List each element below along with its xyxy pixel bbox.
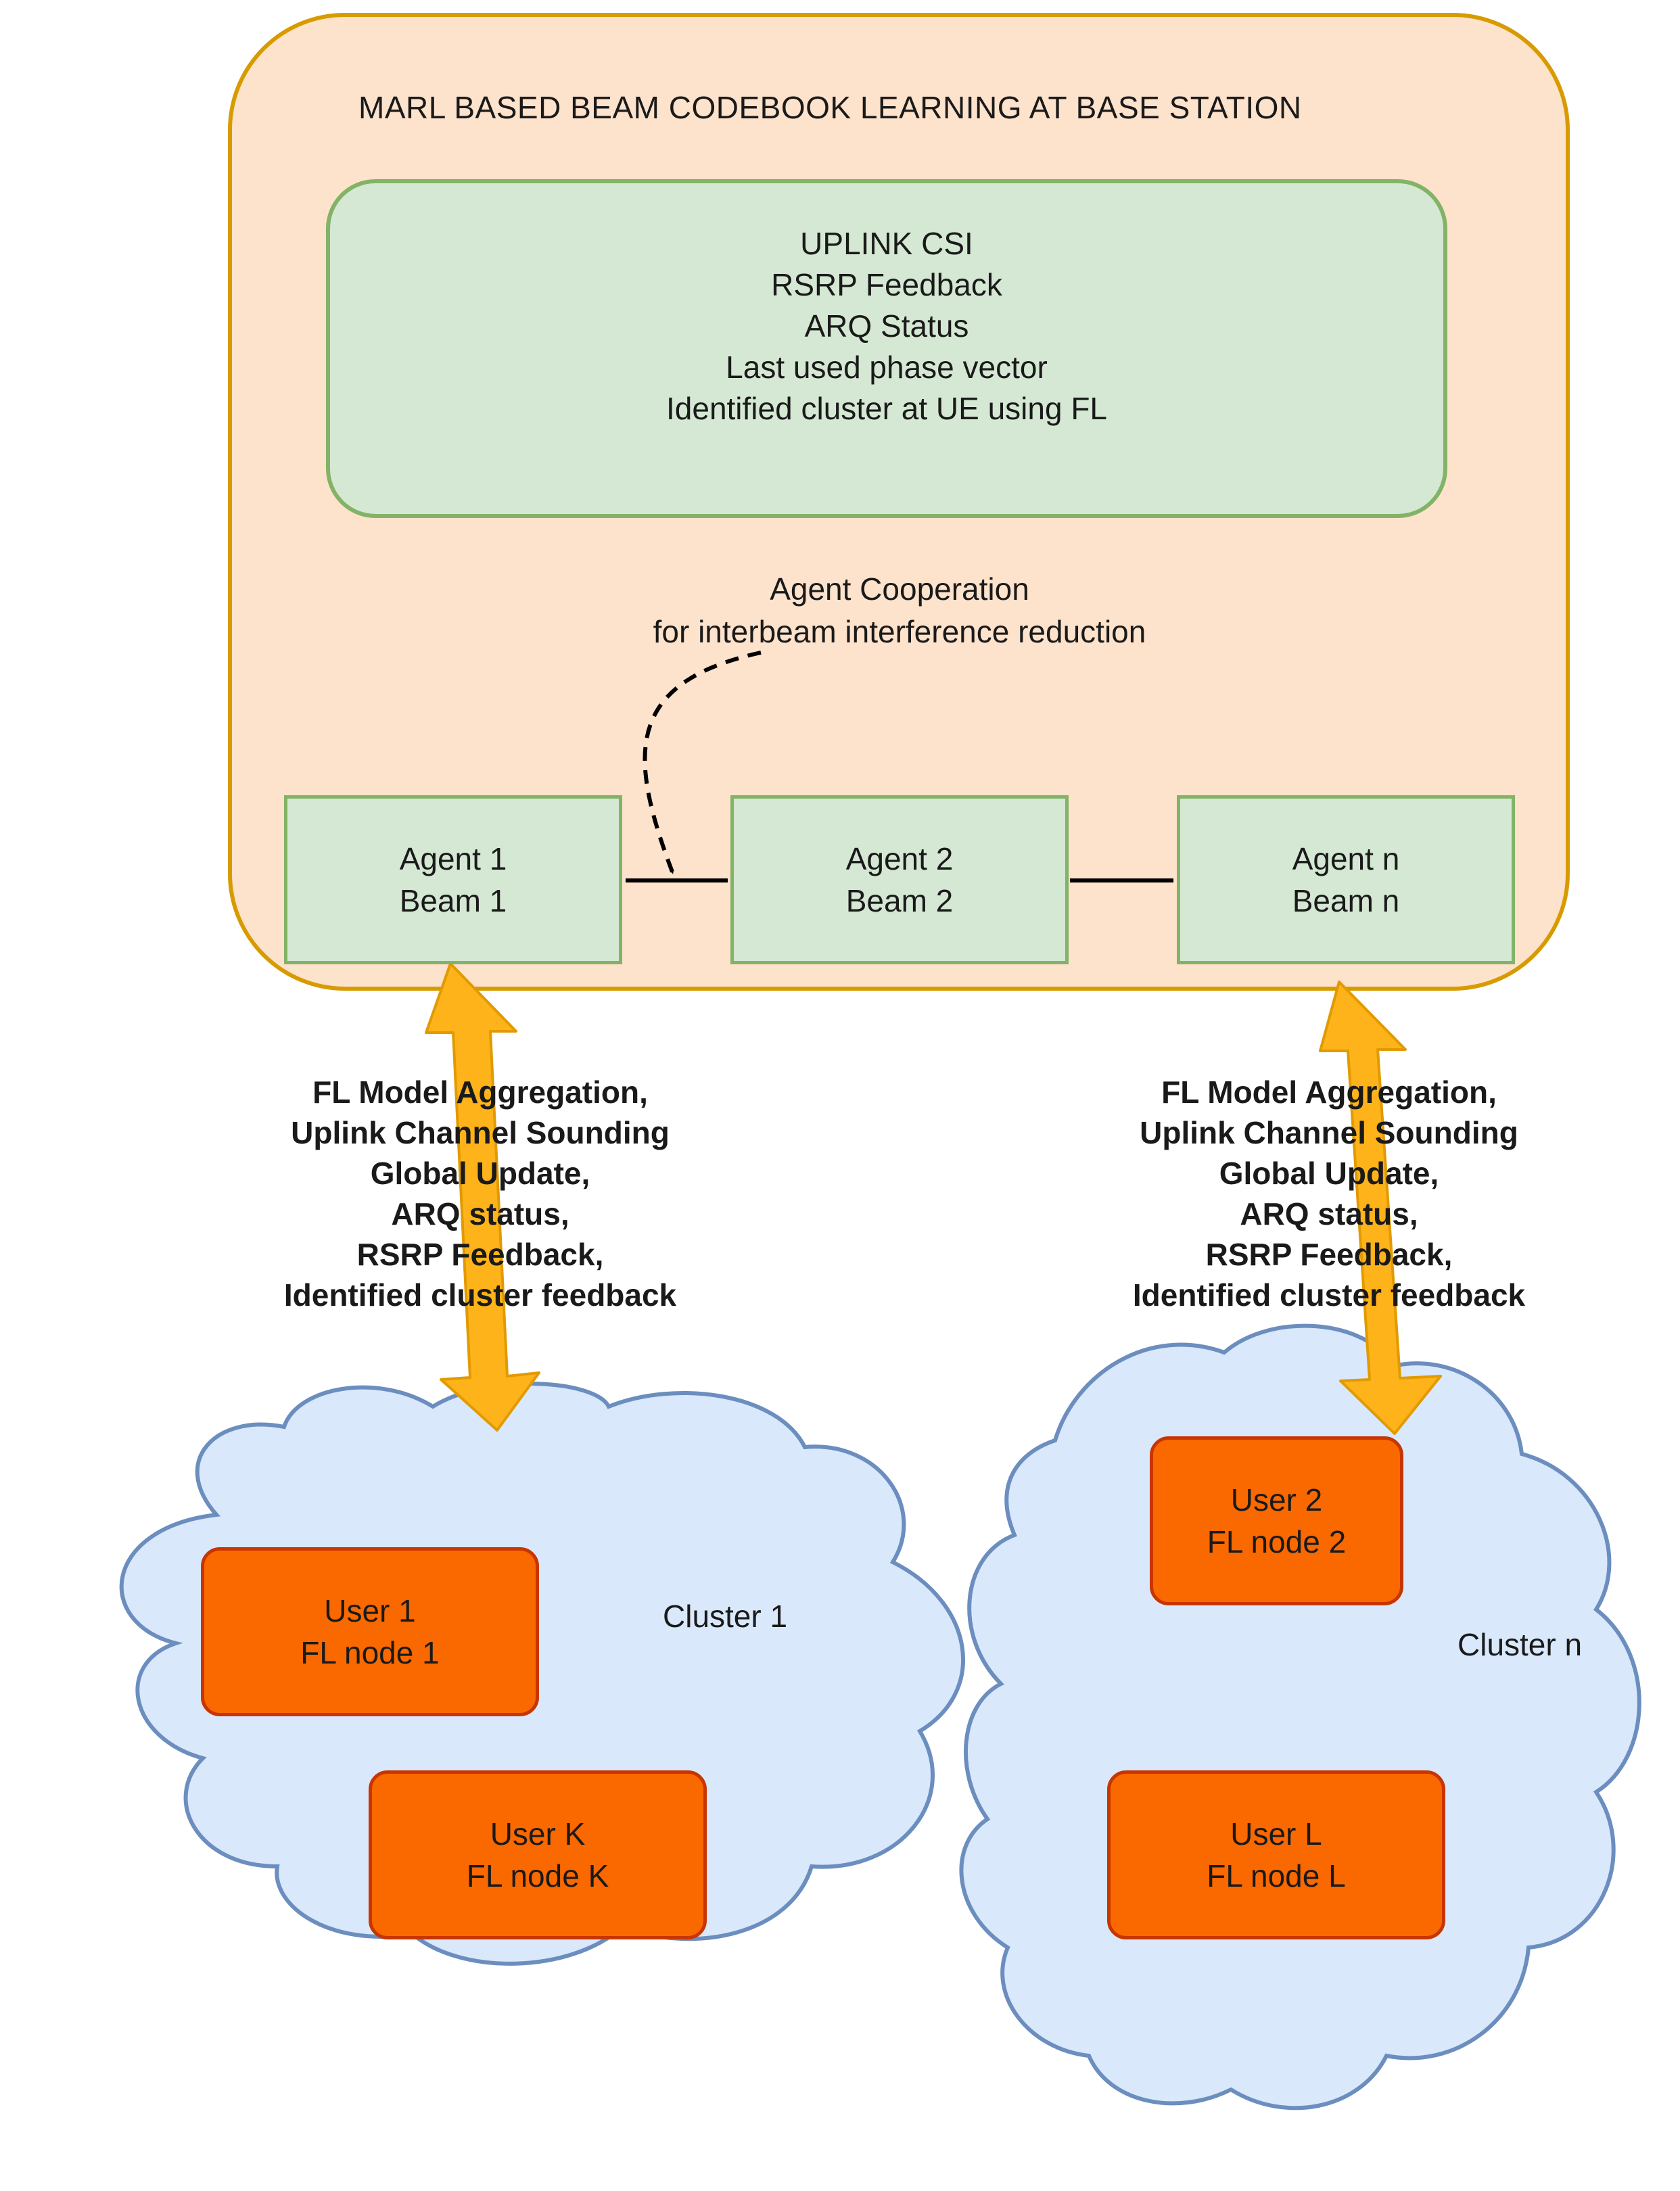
cluster-1-label: Cluster 1 [663, 1599, 788, 1634]
left-link-line-6: Identified cluster feedback [283, 1277, 677, 1313]
right-link-line-2: Uplink Channel Sounding [1140, 1115, 1518, 1150]
cooperation-line-2: for interbeam interference reduction [653, 614, 1146, 649]
agent-2-beam: Beam 2 [845, 883, 954, 918]
left-link-line-5: RSRP Feedback, [356, 1237, 604, 1272]
right-link-label: FL Model Aggregation, Uplink Channel Sou… [1086, 1072, 1572, 1315]
left-link-line-2: Uplink Channel Sounding [291, 1115, 670, 1150]
right-link-line-4: ARQ status, [1240, 1196, 1418, 1231]
cooperation-line-1: Agent Cooperation [770, 571, 1029, 607]
user-1-box: User 1 FL node 1 [201, 1547, 539, 1716]
agent-cooperation-label: Agent Cooperation for interbeam interfer… [595, 568, 1204, 653]
right-link-line-3: Global Update, [1219, 1156, 1439, 1191]
right-link-line-5: RSRP Feedback, [1205, 1237, 1453, 1272]
agent-n-box: Agent n Beam n [1177, 795, 1515, 964]
right-link-arrow [1319, 981, 1442, 1435]
right-link-line-6: Identified cluster feedback [1132, 1277, 1526, 1313]
info-box: UPLINK CSI RSRP Feedback ARQ Status Last… [328, 181, 1445, 452]
agent-1-beam: Beam 1 [399, 883, 507, 918]
cooperation-dashed-arrow [643, 651, 762, 875]
left-link-line-1: FL Model Aggregation, [312, 1075, 648, 1110]
user-l-node: FL node L [1207, 1858, 1346, 1893]
user-k-node: FL node K [466, 1858, 609, 1893]
base-station-title: MARL BASED BEAM CODEBOOK LEARNING AT BAS… [358, 90, 1302, 125]
agent-1-box: Agent 1 Beam 1 [284, 795, 622, 964]
info-line-rsrp-feedback: RSRP Feedback [771, 267, 1002, 302]
agent-2-box: Agent 2 Beam 2 [730, 795, 1069, 964]
user-l-name: User L [1230, 1816, 1322, 1852]
user-k-name: User K [490, 1816, 586, 1852]
agent-1-name: Agent 1 [399, 841, 507, 876]
left-link-line-3: Global Update, [370, 1156, 590, 1191]
info-box-shape [326, 179, 1447, 518]
agent-n-beam: Beam n [1292, 883, 1400, 918]
left-link-line-4: ARQ status, [391, 1196, 569, 1231]
user-2-name: User 2 [1230, 1482, 1323, 1517]
user-l-box: User L FL node L [1107, 1770, 1445, 1939]
agent-n-name: Agent n [1292, 841, 1400, 876]
info-line-identified-cluster: Identified cluster at UE using FL [666, 391, 1107, 426]
user-k-box: User K FL node K [369, 1770, 707, 1939]
user-2-node: FL node 2 [1207, 1524, 1347, 1559]
cluster-n-label: Cluster n [1457, 1627, 1583, 1662]
right-link-line-1: FL Model Aggregation, [1161, 1075, 1497, 1110]
user-1-node: FL node 1 [300, 1635, 440, 1670]
agent-2-name: Agent 2 [845, 841, 954, 876]
info-line-phase-vector: Last used phase vector [726, 350, 1048, 385]
info-line-uplink-csi: UPLINK CSI [800, 226, 973, 261]
user-1-name: User 1 [324, 1593, 416, 1628]
left-link-label: FL Model Aggregation, Uplink Channel Sou… [237, 1072, 724, 1315]
user-2-box: User 2 FL node 2 [1150, 1436, 1403, 1605]
info-line-arq-status: ARQ Status [804, 308, 969, 344]
left-link-arrow [425, 962, 540, 1432]
